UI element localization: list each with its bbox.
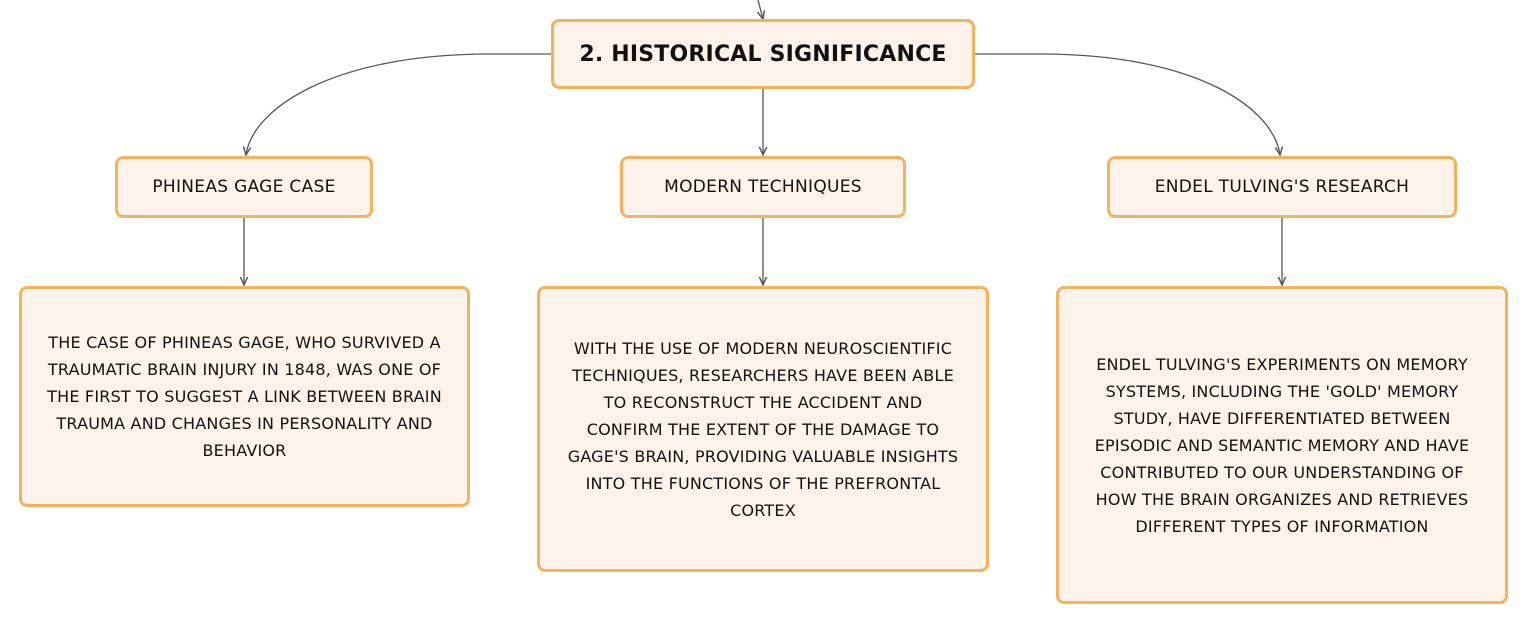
detail-node-endel-tulving[interactable]: ENDEL TULVING'S EXPERIMENTS ON MEMORY SY… (1056, 286, 1508, 604)
connector-root-to-gage (246, 53, 551, 155)
detail-node-modern-techniques[interactable]: WITH THE USE OF MODERN NEUROSCIENTIFIC T… (537, 286, 989, 572)
root-node[interactable]: 2. HISTORICAL SIGNIFICANCE (551, 19, 975, 89)
topic-node-label: PHINEAS GAGE CASE (152, 177, 336, 197)
connector-root-to-tulving (975, 53, 1280, 155)
topic-node-modern-techniques[interactable]: MODERN TECHNIQUES (620, 156, 906, 218)
detail-node-text: WITH THE USE OF MODERN NEUROSCIENTIFIC T… (567, 338, 959, 520)
detail-node-text: ENDEL TULVING'S EXPERIMENTS ON MEMORY SY… (1094, 354, 1470, 536)
detail-node-phineas-gage[interactable]: THE CASE OF PHINEAS GAGE, WHO SURVIVED A… (19, 286, 470, 507)
incoming-connector (758, 0, 763, 19)
topic-node-phineas-gage[interactable]: PHINEAS GAGE CASE (115, 156, 373, 218)
topic-node-label: MODERN TECHNIQUES (664, 177, 862, 197)
topic-node-label: ENDEL TULVING'S RESEARCH (1154, 177, 1410, 197)
detail-node-text: THE CASE OF PHINEAS GAGE, WHO SURVIVED A… (47, 333, 442, 460)
root-node-label: 2. HISTORICAL SIGNIFICANCE (579, 41, 947, 67)
topic-node-endel-tulving[interactable]: ENDEL TULVING'S RESEARCH (1107, 156, 1457, 218)
